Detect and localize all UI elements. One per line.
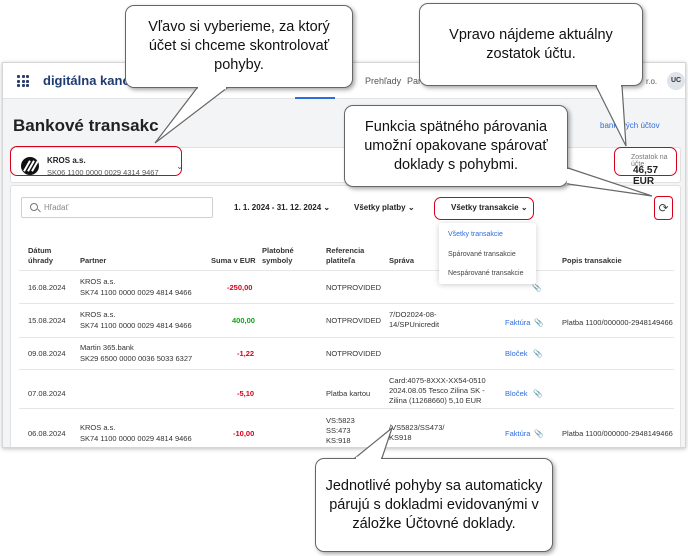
row-reference: NOTPROVIDED: [326, 316, 382, 325]
row-date: 06.08.2024: [28, 429, 66, 438]
row-reference: Platba kartou: [326, 389, 371, 398]
chevron-down-icon[interactable]: ⌄: [176, 161, 184, 171]
callout-account-selection: Vľavo si vyberieme, za ktorý účet si chc…: [125, 5, 353, 88]
payments-filter-label: Všetky platby: [354, 203, 406, 212]
attachment-icon[interactable]: 📎: [534, 318, 544, 327]
account-name: KROS a.s.: [47, 156, 86, 165]
row-partner: Martin 365.bank: [80, 343, 134, 352]
brand-logo-text[interactable]: digitálna kancela: [43, 73, 148, 88]
row-partner: KROS a.s.: [80, 277, 116, 286]
row-date: 16.08.2024: [28, 283, 66, 292]
company-name[interactable]: r.o.: [646, 77, 658, 86]
row-document-link[interactable]: Faktúra: [505, 318, 531, 327]
chevron-down-icon: ⌄: [520, 203, 528, 212]
attachment-icon[interactable]: 📎: [534, 429, 544, 438]
row-iban: SK74 1100 0000 0029 4814 9466: [80, 288, 192, 297]
transactions-filter[interactable]: Všetky transakcie ⌄: [438, 197, 536, 218]
period-filter[interactable]: 1. 1. 2024 - 31. 12. 2024 ⌄: [234, 203, 330, 212]
filter-highlight: [434, 197, 534, 220]
row-document-link[interactable]: Bloček: [505, 389, 528, 398]
row-partner: KROS a.s.: [80, 423, 116, 432]
table-divider: [19, 270, 674, 271]
nav-item-partneri[interactable]: Part: [407, 76, 424, 86]
page-title: Bankové transakc: [13, 116, 159, 135]
callout-auto-pairing: Jednotlivé pohyby sa automaticky párujú …: [315, 458, 553, 552]
search-icon: [30, 203, 38, 211]
account-highlight: [10, 146, 182, 176]
row-description: Platba 1100/000000-2948149466: [562, 318, 673, 327]
column-header-date[interactable]: Dátum úhrady: [28, 246, 54, 265]
balance-label: Zostatok na účte: [631, 154, 668, 168]
bank-accounts-link[interactable]: bankových účtov: [600, 121, 660, 130]
row-document-link[interactable]: Bloček: [505, 349, 528, 358]
table-divider: [19, 408, 674, 409]
row-amount: -10,00: [233, 429, 255, 438]
row-date: 09.08.2024: [28, 349, 66, 358]
row-symbols: VS:5823 SS:473 KS:918: [326, 416, 355, 445]
row-partner: KROS a.s.: [80, 310, 116, 319]
user-avatar[interactable]: UC: [667, 72, 685, 90]
period-label: 1. 1. 2024 - 31. 12. 2024: [234, 203, 322, 212]
row-iban: SK74 1100 0000 0029 4814 9466: [80, 321, 192, 330]
account-iban: SK06 1100 0000 0029 4314 9467: [47, 168, 159, 177]
transactions-card: Hľadať 1. 1. 2024 - 31. 12. 2024 ⌄ Všetk…: [10, 185, 681, 447]
table-divider: [19, 369, 674, 370]
column-header-partner[interactable]: Partner: [80, 256, 107, 265]
payments-filter[interactable]: Všetky platby ⌄: [354, 203, 415, 212]
table-divider: [19, 303, 674, 304]
row-date: 15.08.2024: [28, 316, 66, 325]
row-message: /VS5823/SS473/ KS918: [389, 423, 445, 442]
option-unpaired-transactions[interactable]: Nespárované transakcie: [448, 270, 524, 277]
row-iban: SK29 6500 0000 0036 5033 6327: [80, 354, 193, 363]
row-message: 7/DO2024-08- 14/SPUnicredit: [389, 310, 440, 329]
row-reference: NOTPROVIDED: [326, 349, 382, 358]
repair-sync-button[interactable]: ⟳: [654, 196, 673, 220]
row-reference: NOTPROVIDED: [326, 283, 382, 292]
bank-logo-icon: [21, 157, 39, 175]
search-input[interactable]: Hľadať: [21, 197, 213, 218]
attachment-icon[interactable]: 📎: [533, 389, 543, 398]
column-header-reference[interactable]: Referencia platiteľa: [326, 246, 365, 265]
search-placeholder: Hľadať: [44, 203, 69, 212]
column-header-amount[interactable]: Suma v EUR: [211, 256, 256, 265]
row-message: Card:4075-8XXX-XX54-0510 2024.08.05 Tesc…: [389, 376, 486, 405]
transactions-filter-dropdown: Všetky transakcie Spárované transakcie N…: [439, 223, 536, 284]
row-description: Platba 1100/000000-2948149466: [562, 429, 673, 438]
row-date: 07.08.2024: [28, 389, 66, 398]
chevron-down-icon: ⌄: [407, 203, 415, 212]
row-amount: -5,10: [237, 389, 255, 398]
transactions-filter-label: Všetky transakcie: [451, 203, 519, 212]
sync-icon: ⟳: [658, 201, 669, 215]
attachment-icon[interactable]: 📎: [533, 349, 543, 358]
column-header-message[interactable]: Správa: [389, 256, 415, 265]
row-amount: -250,00: [227, 283, 253, 292]
column-header-description[interactable]: Popis transakcie: [562, 256, 622, 265]
active-nav-indicator: [295, 97, 335, 99]
row-document-link[interactable]: Faktúra: [505, 429, 531, 438]
attachment-icon[interactable]: 📎: [532, 283, 542, 292]
option-all-transactions[interactable]: Všetky transakcie: [448, 231, 503, 238]
row-iban: SK74 1100 0000 0029 4814 9466: [80, 434, 192, 443]
chevron-down-icon: ⌄: [323, 203, 331, 212]
column-header-symbols[interactable]: Platobné symboly: [262, 246, 294, 265]
row-amount: 400,00: [232, 316, 255, 325]
balance-highlight: [614, 147, 677, 176]
row-amount: -1,22: [237, 349, 255, 358]
option-paired-transactions[interactable]: Spárované transakcie: [448, 251, 516, 258]
callout-balance: Vpravo nájdeme aktuálny zostatok účtu.: [419, 3, 643, 86]
callout-repairing: Funkcia spätného párovania umožní opakov…: [344, 105, 568, 187]
nav-item-prehlady[interactable]: Prehľady: [365, 76, 402, 86]
table-divider: [19, 337, 674, 338]
apps-grid-icon[interactable]: [17, 75, 29, 87]
